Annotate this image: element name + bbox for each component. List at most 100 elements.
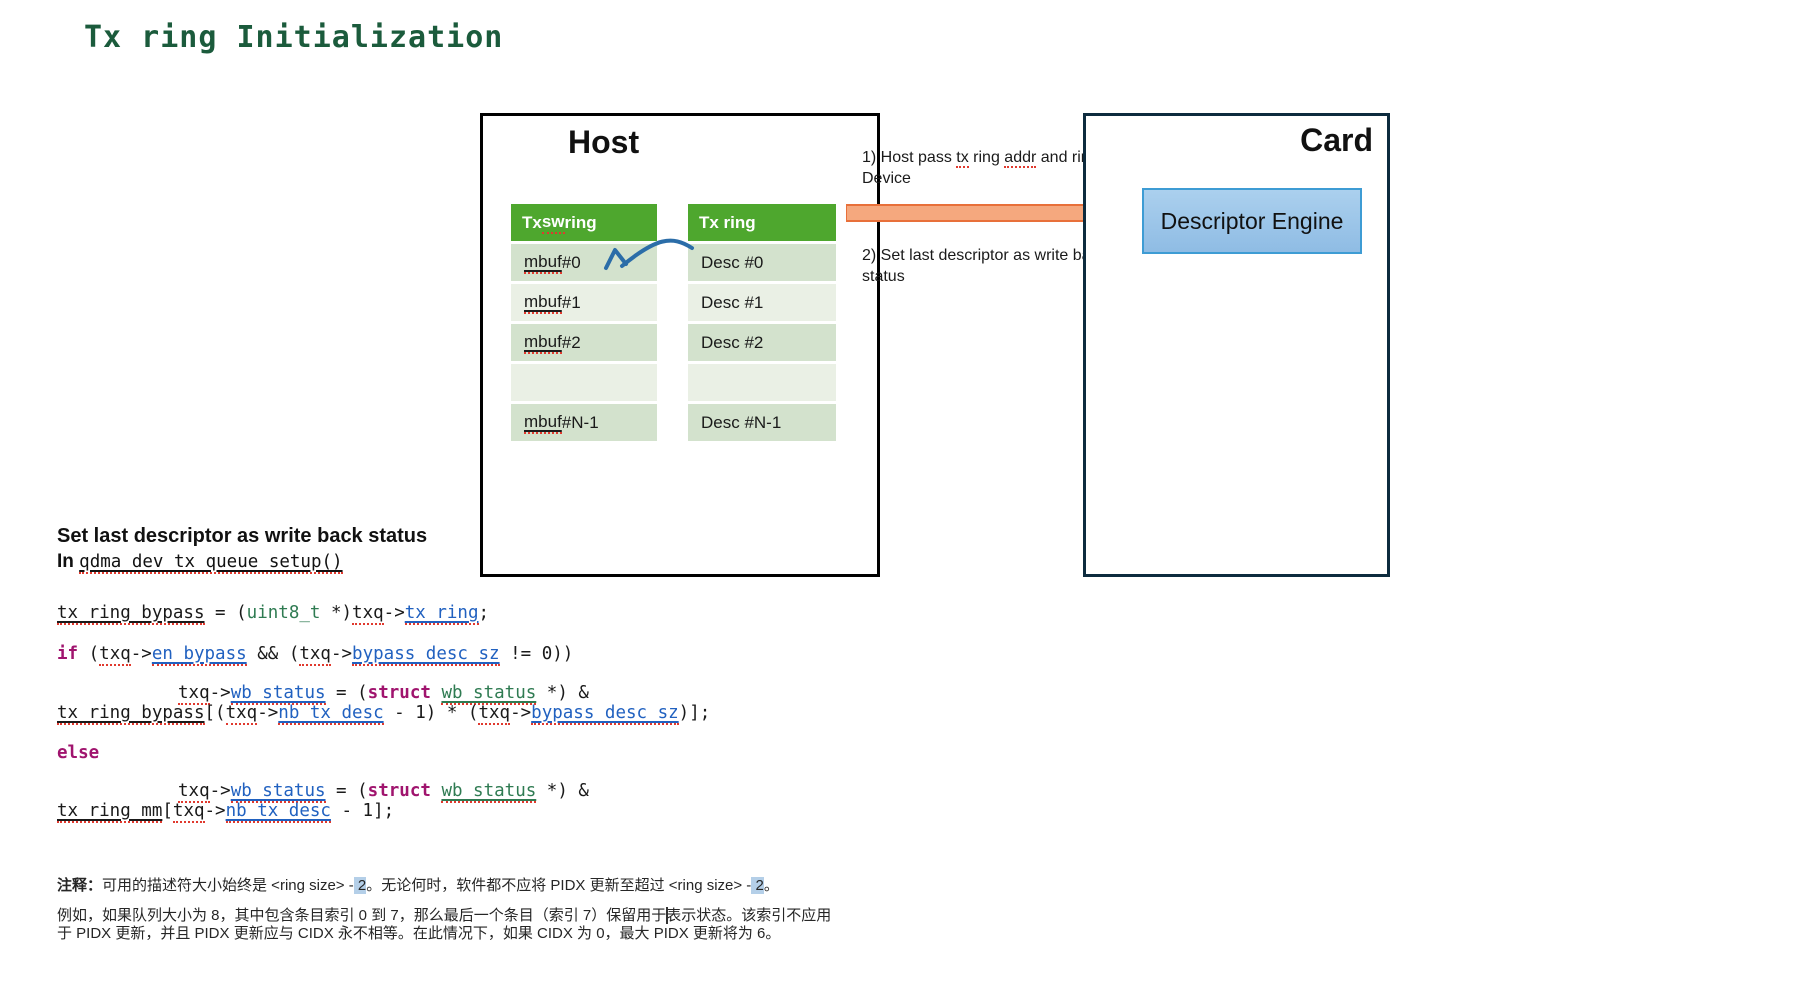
- page-title: Tx ring Initialization: [84, 20, 504, 55]
- text-segment: else: [57, 743, 100, 763]
- text-segment: sw: [541, 212, 565, 234]
- text-segment: mbuf: [524, 412, 562, 434]
- text-segment: mbuf: [524, 292, 562, 314]
- text-segment: txq: [478, 703, 511, 725]
- text-segment: ->: [510, 703, 532, 723]
- text-segment: *) &: [536, 683, 589, 703]
- code-line: txq->wb_status = (struct wb_status *) &: [178, 683, 589, 705]
- annotation-step2: 2) Set last descriptor as write back sta…: [862, 246, 1130, 288]
- text-segment: txq: [299, 644, 331, 666]
- text-segment: Desc #0: [701, 252, 764, 272]
- descriptor-engine-box: Descriptor Engine: [1142, 188, 1362, 254]
- text-segment: != 0)): [499, 644, 574, 664]
- text-segment: Desc #N-1: [701, 412, 782, 432]
- text-segment: ->: [209, 781, 231, 801]
- text-segment: = (: [325, 683, 368, 703]
- note-cn-2-line2: 于 PIDX 更新，并且 PIDX 更新应与 CIDX 永不相等。在此情况下，如…: [57, 925, 781, 942]
- text-cursor: [666, 907, 668, 924]
- text-segment: 1) Host pass: [862, 149, 957, 166]
- text-segment: )];: [678, 703, 711, 723]
- text-segment: (: [78, 644, 100, 664]
- text-segment: wb_status: [441, 683, 537, 705]
- text-segment: [431, 683, 442, 703]
- text-segment: ->: [257, 703, 279, 723]
- table-row: Desc #1: [688, 284, 836, 321]
- text-segment: = (: [325, 781, 368, 801]
- text-segment: #2: [561, 332, 581, 352]
- text-segment: ->: [330, 644, 353, 664]
- text-segment: #N-1: [561, 412, 599, 432]
- note-cn-2-line1: 例如，如果队列大小为 8，其中包含条目索引 0 到 7，那么最后一个条目（索引 …: [57, 907, 832, 924]
- table-row: [688, 364, 836, 401]
- text-segment: *) &: [536, 781, 589, 801]
- text-segment: 2) Set last descriptor as write back sta…: [862, 247, 1107, 285]
- text-segment: tx_ring_mm: [57, 801, 163, 823]
- section-heading: Set last descriptor as write back status: [57, 525, 428, 547]
- card-box: Card: [1083, 113, 1390, 577]
- text-segment: #1: [561, 292, 581, 312]
- note-cn-1: 注释：可用的描述符大小始终是 <ring size> - 2。无论何时，软件都不…: [57, 877, 779, 895]
- text-segment: wb_status: [230, 781, 326, 803]
- table-row: Desc #N-1: [688, 404, 836, 441]
- text-segment: ;: [478, 603, 490, 623]
- text-segment: ->: [130, 644, 152, 664]
- section-subheading: In qdma_dev_tx_queue_setup(): [57, 551, 343, 574]
- text-segment: addr: [1004, 149, 1037, 168]
- code-line: tx_ring_bypass = (uint8_t *)txq->tx_ring…: [57, 603, 490, 625]
- text-segment: && (: [246, 644, 300, 664]
- tx-ring-header: Tx ring: [688, 204, 836, 241]
- text-segment: txq: [178, 781, 210, 803]
- function-name: qdma_dev_tx_queue_setup(): [79, 552, 343, 574]
- text-segment: Desc #2: [701, 332, 764, 352]
- table-row: mbuf #1: [511, 284, 657, 321]
- text-segment: [(: [204, 703, 226, 723]
- tx-sw-ring-header: Tx sw ring: [511, 204, 657, 241]
- text-segment: - 1) * (: [383, 703, 479, 723]
- text-segment: Tx ring: [699, 212, 756, 232]
- text-segment: #0: [561, 252, 581, 272]
- text-segment: Desc #1: [701, 292, 764, 312]
- text-segment: [431, 781, 442, 801]
- text-segment: ->: [383, 603, 405, 623]
- text-segment: bypass_desc_sz: [531, 703, 679, 725]
- text-segment: ->: [209, 683, 231, 703]
- text-segment: wb_status: [441, 781, 537, 803]
- text-segment: txq: [99, 644, 131, 666]
- text-segment: tx_ring_bypass: [57, 603, 205, 625]
- text-segment: 2: [353, 877, 367, 894]
- text-segment: struct: [367, 781, 431, 801]
- text-segment: 。: [763, 877, 779, 894]
- text-segment: 。无论何时，软件都不应将 PIDX 更新至超过 <ring size> -: [366, 877, 752, 894]
- table-row: mbuf #0: [511, 244, 657, 281]
- code-line: tx_ring_bypass[(txq->nb_tx_desc - 1) * (…: [57, 703, 711, 725]
- desc-to-mbuf-arrow-icon: [604, 238, 694, 270]
- text-segment: en_bypass: [151, 644, 247, 666]
- text-segment: ring: [968, 149, 1005, 166]
- text-segment: tx_ring_bypass: [57, 703, 205, 725]
- text-segment: *): [320, 603, 353, 623]
- text-segment: txq: [352, 603, 384, 625]
- text-segment: mbuf: [524, 252, 562, 274]
- text-segment: txq: [225, 703, 258, 725]
- code-line: if (txq->en_bypass && (txq->bypass_desc_…: [57, 644, 574, 666]
- text-segment: - 1];: [330, 801, 395, 821]
- text-segment: [: [162, 801, 173, 821]
- table-row: Desc #2: [688, 324, 836, 361]
- table-row: [511, 364, 657, 401]
- table-row: mbuf #N-1: [511, 404, 657, 441]
- text-segment: nb_tx_desc: [278, 703, 384, 725]
- text-segment: 2: [751, 877, 764, 894]
- text-segment: wb_status: [230, 683, 326, 705]
- text-segment: Tx: [522, 212, 542, 232]
- text-segment: tx_ring: [404, 603, 479, 625]
- text-segment: nb_tx_desc: [225, 801, 331, 823]
- host-box-title: Host: [568, 124, 640, 160]
- text-segment: struct: [367, 683, 431, 703]
- code-line: else: [57, 743, 99, 763]
- text-segment: 可用的描述符大小始终是 <ring size> -: [102, 877, 354, 894]
- tx-ring-rows: Desc #0 Desc #1 Desc #2 Desc #N-1: [688, 244, 836, 441]
- descriptor-engine-label: Descriptor Engine: [1160, 207, 1344, 234]
- card-box-title: Card: [1300, 122, 1373, 158]
